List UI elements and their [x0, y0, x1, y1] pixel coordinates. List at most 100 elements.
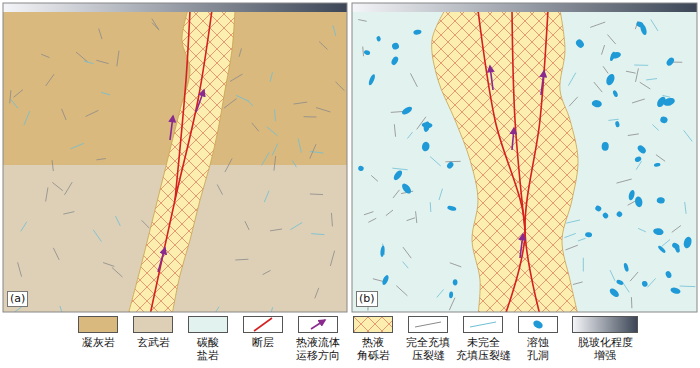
fracture: [610, 270, 615, 281]
fault-line: [512, 10, 525, 230]
dissolution-pore: [401, 105, 414, 116]
legend-sample: [244, 317, 282, 332]
dissolution-pore: [670, 287, 681, 295]
dissolution-pore: [368, 73, 377, 86]
fracture: [304, 116, 317, 117]
fracture: [319, 42, 327, 50]
fracture: [652, 125, 658, 131]
fracture: [96, 159, 106, 160]
dissolution-pore: [591, 99, 602, 108]
fracture: [333, 25, 336, 36]
legend-item: 碳酸 盐岩: [173, 316, 243, 362]
fracture: [46, 74, 54, 86]
fracture: [290, 223, 302, 230]
fracture: [298, 138, 301, 152]
fracture: [407, 132, 412, 138]
dissolution-pore: [654, 162, 661, 167]
fracture: [310, 152, 323, 153]
legend-swatch: [298, 316, 338, 333]
legend-label: 凝灰岩: [82, 337, 115, 350]
fracture: [270, 229, 282, 231]
dissolution-pore: [608, 287, 620, 299]
fracture: [590, 22, 605, 27]
dissolution-pore: [639, 23, 648, 36]
fracture: [84, 61, 94, 64]
fracture: [566, 220, 580, 223]
legend-swatch: [188, 316, 228, 333]
fracture: [99, 28, 102, 39]
fracture: [445, 161, 460, 162]
fracture: [115, 216, 120, 226]
legend-sample: [354, 317, 392, 332]
legend-item: 玄武岩: [118, 316, 188, 350]
dissolution-pore: [381, 274, 390, 286]
legend-label: 脱玻化程度 增强: [578, 337, 633, 362]
fracture: [274, 156, 276, 171]
fracture: [11, 100, 18, 109]
fracture: [262, 152, 270, 165]
fracture: [252, 123, 259, 131]
legend-swatch: [408, 316, 448, 333]
dissolution-pore: [453, 279, 458, 285]
fracture: [264, 191, 269, 203]
fracture: [578, 238, 586, 241]
fracture: [634, 65, 648, 66]
dissolution-pore: [421, 141, 431, 152]
dissolution-pore: [446, 161, 455, 170]
fracture: [263, 270, 271, 274]
fracture: [636, 161, 641, 169]
dissolution-pore: [392, 169, 404, 182]
fracture: [393, 190, 399, 198]
fracture: [564, 233, 575, 237]
fracture: [662, 240, 670, 247]
legend-item: 断层: [228, 316, 298, 350]
fracture: [60, 306, 63, 312]
legend-item: 溶蚀 孔洞: [503, 316, 573, 362]
fracture: [358, 20, 366, 22]
fracture: [371, 175, 378, 181]
fluid-arrow: [512, 128, 514, 150]
legend-sample: [464, 317, 502, 332]
dissolution-pore: [413, 29, 422, 35]
dissolution-pore: [682, 236, 692, 249]
dissolution-pore: [585, 232, 593, 238]
dissolution-pore: [656, 197, 665, 205]
fracture: [62, 109, 67, 120]
fracture: [18, 262, 22, 276]
fracture: [672, 226, 681, 233]
fracture: [112, 267, 123, 277]
dissolution-pore: [602, 212, 610, 220]
fluid-arrow: [158, 248, 165, 272]
dissolution-pore: [628, 189, 636, 201]
fracture: [235, 259, 248, 261]
dissolution-pore: [609, 51, 616, 61]
dissolution-pore: [423, 121, 431, 132]
fracture: [608, 119, 618, 120]
fracture: [152, 19, 159, 31]
fracture: [239, 48, 241, 56]
fracture: [53, 248, 59, 260]
breccia-zone: [128, 10, 235, 312]
fracture: [368, 218, 376, 222]
fracture: [430, 202, 432, 212]
dissolution-pore: [616, 279, 624, 286]
fracture: [410, 73, 417, 87]
fracture: [630, 272, 638, 281]
dissolution-pore: [358, 165, 365, 171]
fracture: [684, 130, 693, 141]
fracture: [416, 211, 417, 223]
fracture: [330, 251, 334, 266]
fracture: [622, 282, 629, 293]
dissolution-pore: [671, 242, 680, 251]
fracture: [224, 99, 237, 109]
fracture: [439, 189, 443, 200]
fracture: [636, 68, 639, 81]
fluid-arrow: [490, 66, 493, 90]
dissolution-pore: [623, 263, 629, 273]
fracture: [594, 82, 602, 92]
fracture: [628, 201, 636, 205]
dissolution-pore: [634, 156, 642, 163]
fracture: [267, 127, 278, 136]
legend-item: 脱玻化程度 增强: [570, 316, 640, 362]
fracture: [631, 297, 632, 308]
